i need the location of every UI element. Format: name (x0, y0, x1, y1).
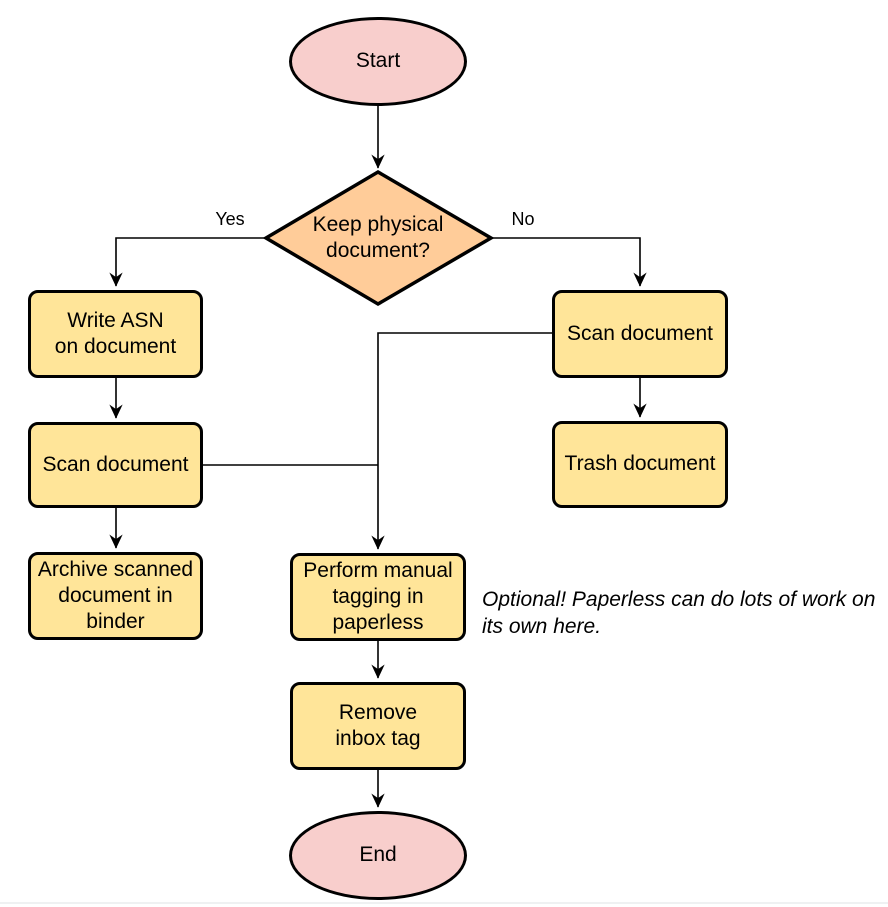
node-end-label: End (359, 843, 397, 867)
node-end: End (289, 811, 467, 900)
node-scan-document-right: Scan document (552, 290, 728, 378)
edge-label-yes: Yes (204, 209, 256, 231)
annotation-optional: Optional! Paperless can do lots of work … (482, 588, 876, 638)
node-trash-document: Trash document (552, 421, 728, 508)
node-scan-document-left-label: Scan document (42, 452, 189, 476)
node-scan-document-right-label: Scan document (567, 321, 713, 345)
edge-label-no: No (497, 209, 549, 231)
edge-decision-scan-no (491, 237, 647, 287)
node-start-label: Start (355, 49, 401, 73)
node-remove-inbox-tag: Remove inbox tag (290, 682, 466, 770)
edge-scanright-merge-perform (371, 332, 552, 550)
node-write-asn-label: Write ASN on document (54, 308, 177, 358)
node-trash-document-label: Trash document (564, 452, 716, 476)
decision-diamond-shape (262, 169, 495, 307)
node-remove-inbox-tag-label: Remove inbox tag (335, 700, 421, 750)
node-write-asn: Write ASN on document (28, 290, 203, 378)
node-scan-document-left: Scan document (28, 422, 203, 508)
node-start: Start (289, 17, 467, 106)
node-archive-binder-label: Archive scanned document in binder (37, 557, 194, 634)
node-perform-manual-tagging-label: Perform manual tagging in paperless (303, 558, 453, 635)
node-archive-binder: Archive scanned document in binder (28, 552, 203, 640)
page-bottom-divider (0, 902, 888, 904)
node-perform-manual-tagging: Perform manual tagging in paperless (290, 553, 466, 641)
edge-decision-write-asn-yes (109, 237, 266, 287)
